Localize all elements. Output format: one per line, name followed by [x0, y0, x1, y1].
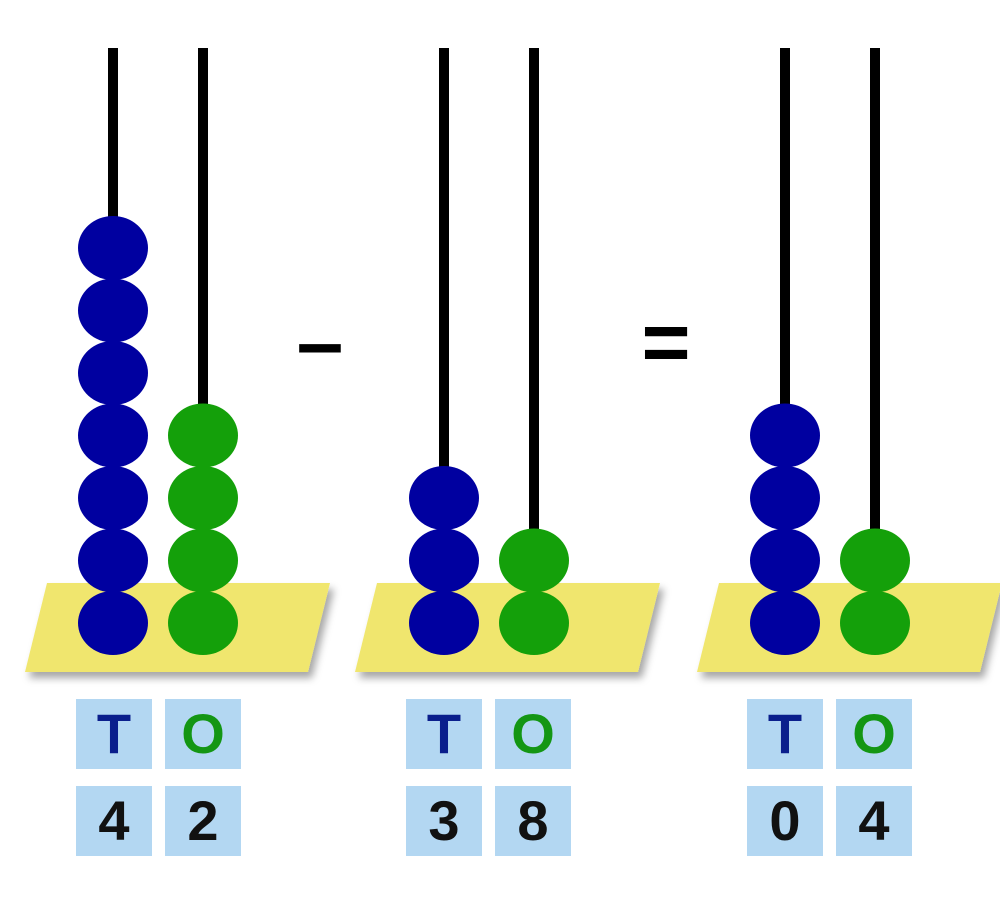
tens-bead	[78, 591, 148, 655]
tens-bead	[750, 528, 820, 593]
second-ones-digit: 8	[495, 786, 571, 856]
ones-bead	[168, 591, 238, 655]
ones-bead	[168, 403, 238, 468]
tens-bead	[78, 216, 148, 280]
tens-bead	[78, 278, 148, 343]
result-ones-digit: 4	[836, 786, 912, 856]
tens-bead	[409, 528, 479, 593]
minus-sign: –	[296, 295, 344, 389]
first-tens-column-label: T	[76, 699, 152, 769]
ones-bead	[840, 591, 910, 655]
ones-bead	[499, 591, 569, 655]
abacus-first	[25, 48, 330, 672]
first-ones-digit: 2	[165, 786, 241, 856]
tens-bead	[750, 466, 820, 530]
tens-bead	[78, 403, 148, 468]
tens-bead	[750, 403, 820, 468]
result-tens-column-label: T	[747, 699, 823, 769]
ones-bead	[840, 528, 910, 593]
abacus-second	[355, 48, 660, 672]
first-ones-column-label: O	[165, 699, 241, 769]
first-tens-digit: 4	[76, 786, 152, 856]
second-tens-digit: 3	[406, 786, 482, 856]
equals-sign: =	[641, 295, 691, 389]
ones-bead	[168, 466, 238, 530]
second-ones-column-label: O	[495, 699, 571, 769]
tens-bead	[78, 528, 148, 593]
tens-bead	[78, 466, 148, 530]
abacus-result	[697, 48, 1000, 672]
tens-bead	[409, 591, 479, 655]
result-tens-digit: 0	[747, 786, 823, 856]
tens-bead	[409, 466, 479, 530]
ones-bead	[168, 528, 238, 593]
tens-bead	[750, 591, 820, 655]
tens-bead	[78, 341, 148, 405]
ones-bead	[499, 528, 569, 593]
second-tens-column-label: T	[406, 699, 482, 769]
result-ones-column-label: O	[836, 699, 912, 769]
